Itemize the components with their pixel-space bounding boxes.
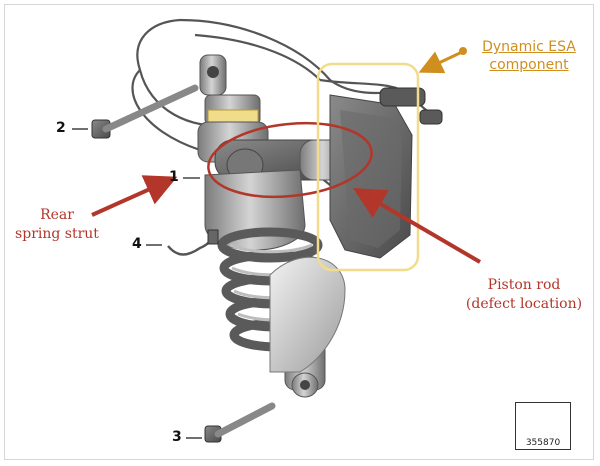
arrow-esa <box>418 50 463 74</box>
label-rear-spring-strut: Rear spring strut <box>2 206 112 244</box>
defect-highlight-ellipse <box>207 121 373 199</box>
esa-actuator <box>329 87 443 259</box>
label-piston-rod: Piston rod (defect location) <box>452 276 596 314</box>
label-piston-line1: Piston rod <box>487 277 561 293</box>
callout-number-3: 3 <box>172 429 182 445</box>
bolt-3 <box>204 402 276 443</box>
label-esa-line2: component <box>489 57 569 73</box>
label-rear-line1: Rear <box>40 207 74 223</box>
reference-code: 355870 <box>525 438 561 448</box>
reference-box: 355870 <box>515 402 571 450</box>
label-piston-line2: (defect location) <box>465 296 583 312</box>
label-esa-line1: Dynamic ESA <box>482 39 576 55</box>
callout-number-2: 2 <box>56 120 66 136</box>
image-frame <box>4 4 594 460</box>
arrow-esa-dot <box>459 47 467 55</box>
callout-leaders <box>72 128 202 439</box>
bolt-2 <box>91 84 199 139</box>
splash-guard <box>269 256 346 373</box>
sensor-4 <box>167 229 219 256</box>
callout-number-4: 4 <box>132 236 142 252</box>
arrow-piston-rod <box>353 187 482 264</box>
callout-number-1: 1 <box>169 169 179 185</box>
damper-body <box>204 169 306 251</box>
label-rear-line2: spring strut <box>15 226 99 242</box>
label-dynamic-esa: Dynamic ESA component <box>470 38 588 74</box>
esa-highlight-box <box>316 62 420 272</box>
arrow-rear-strut <box>91 175 178 217</box>
